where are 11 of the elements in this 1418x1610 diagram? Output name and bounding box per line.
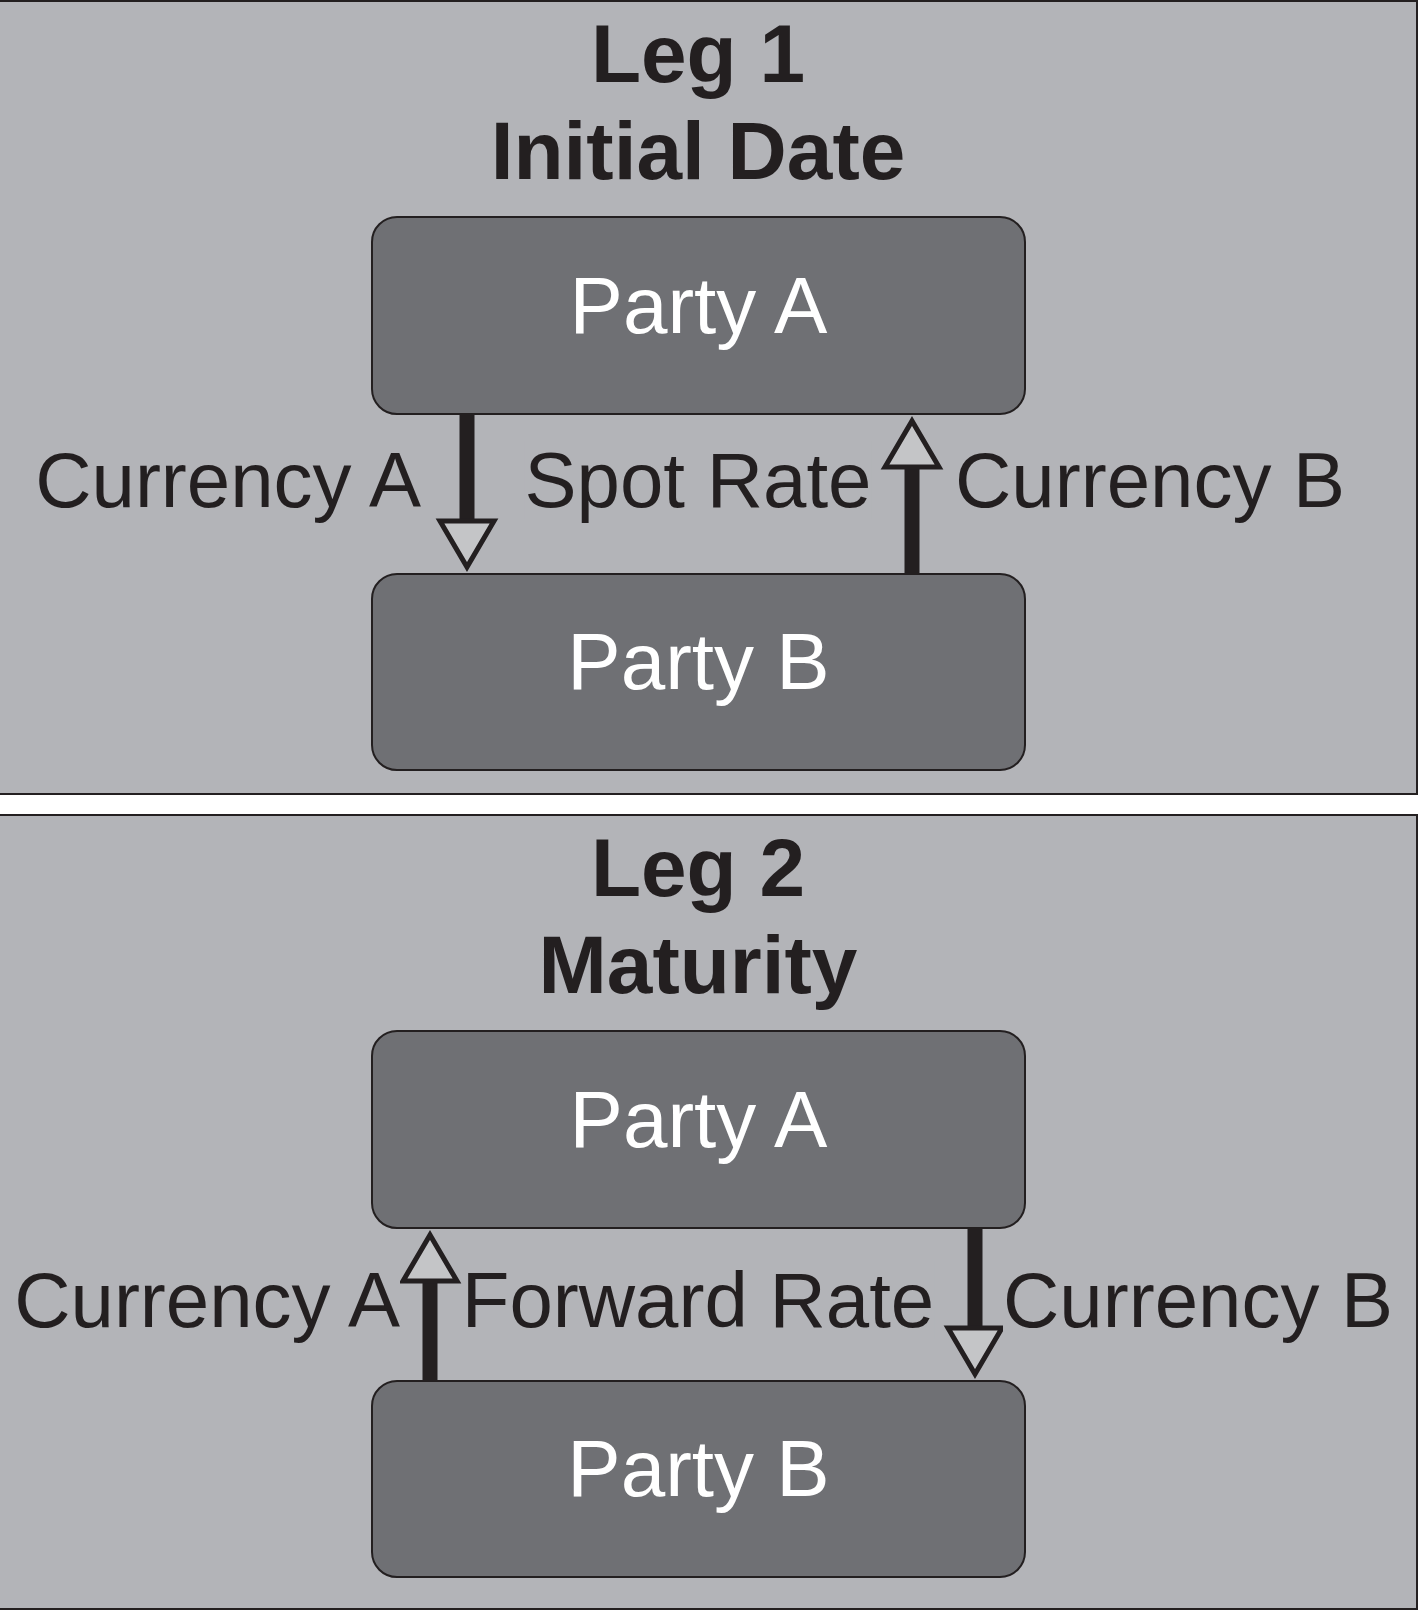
arrow (882, 415, 942, 573)
arrow (437, 415, 497, 573)
arrow (945, 1229, 1005, 1380)
party-box (371, 1380, 1026, 1578)
panel (0, 0, 1418, 795)
party-box (371, 1030, 1026, 1229)
panel (0, 814, 1418, 1610)
party-box (371, 573, 1026, 771)
arrow (400, 1229, 460, 1380)
party-box (371, 216, 1026, 415)
panel-heading: Initial Date (490, 110, 906, 192)
